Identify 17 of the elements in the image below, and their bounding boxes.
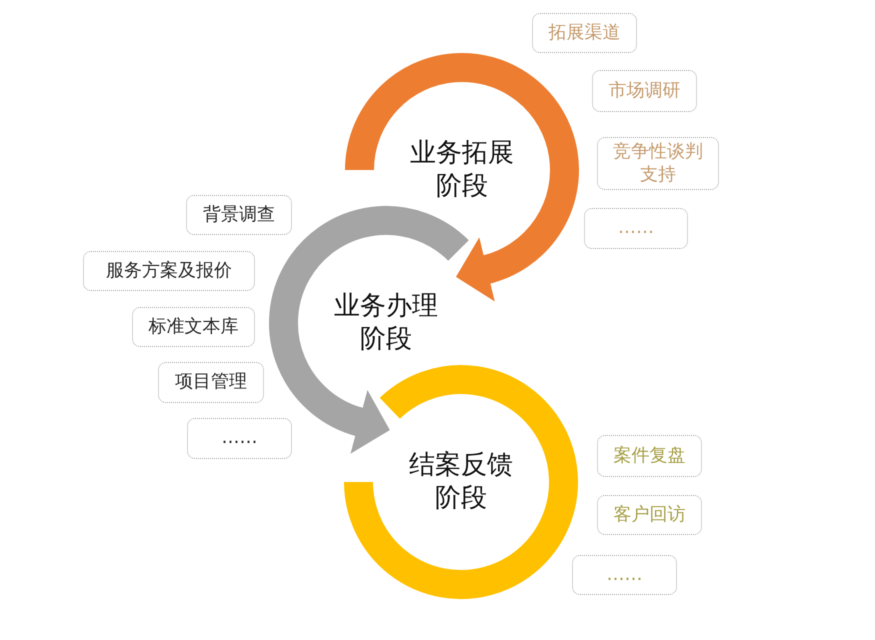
- stage-label: 结案反馈阶段: [408, 449, 514, 515]
- task-box: 标准文本库: [132, 307, 255, 347]
- task-box: 市场调研: [592, 70, 697, 112]
- stage-label: 业务拓展阶段: [409, 137, 515, 203]
- task-box: ……: [584, 208, 688, 249]
- task-box: 案件复盘: [597, 435, 702, 477]
- stage-label: 业务办理阶段: [333, 290, 439, 356]
- task-box: ……: [187, 418, 292, 459]
- task-box: 拓展渠道: [532, 13, 637, 53]
- task-box: 项目管理: [158, 362, 264, 403]
- task-box: ……: [572, 555, 677, 595]
- task-box: 背景调查: [186, 195, 292, 235]
- arrow: [456, 237, 496, 302]
- arrow: [350, 390, 390, 454]
- task-box: 客户回访: [597, 495, 702, 535]
- task-box: 竞争性谈判支持: [597, 137, 719, 190]
- task-box: 服务方案及报价: [83, 251, 255, 291]
